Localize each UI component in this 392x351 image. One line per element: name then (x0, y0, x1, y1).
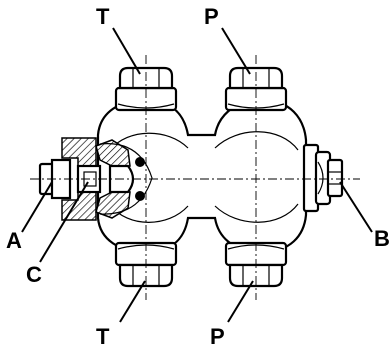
leader-bottom-left (119, 280, 146, 323)
leader-c (39, 181, 89, 263)
seal-ball-bottom (135, 191, 145, 201)
label-bottom-right: P (210, 324, 225, 349)
label-b: B (374, 226, 390, 251)
leader-bottom-right (227, 280, 254, 323)
leader-top-right (221, 27, 251, 75)
leader-b (339, 181, 373, 233)
leader-a (21, 181, 53, 233)
label-top-left: T (96, 4, 110, 29)
centerlines (30, 55, 360, 300)
label-top-right: P (204, 4, 219, 29)
label-bottom-left: T (96, 324, 110, 349)
label-a: A (6, 228, 22, 253)
right-end-fitting (302, 143, 344, 213)
label-c: C (26, 262, 42, 287)
seal-ball-top (135, 157, 145, 167)
leader-top-left (112, 27, 141, 75)
leader-lines (21, 27, 373, 323)
